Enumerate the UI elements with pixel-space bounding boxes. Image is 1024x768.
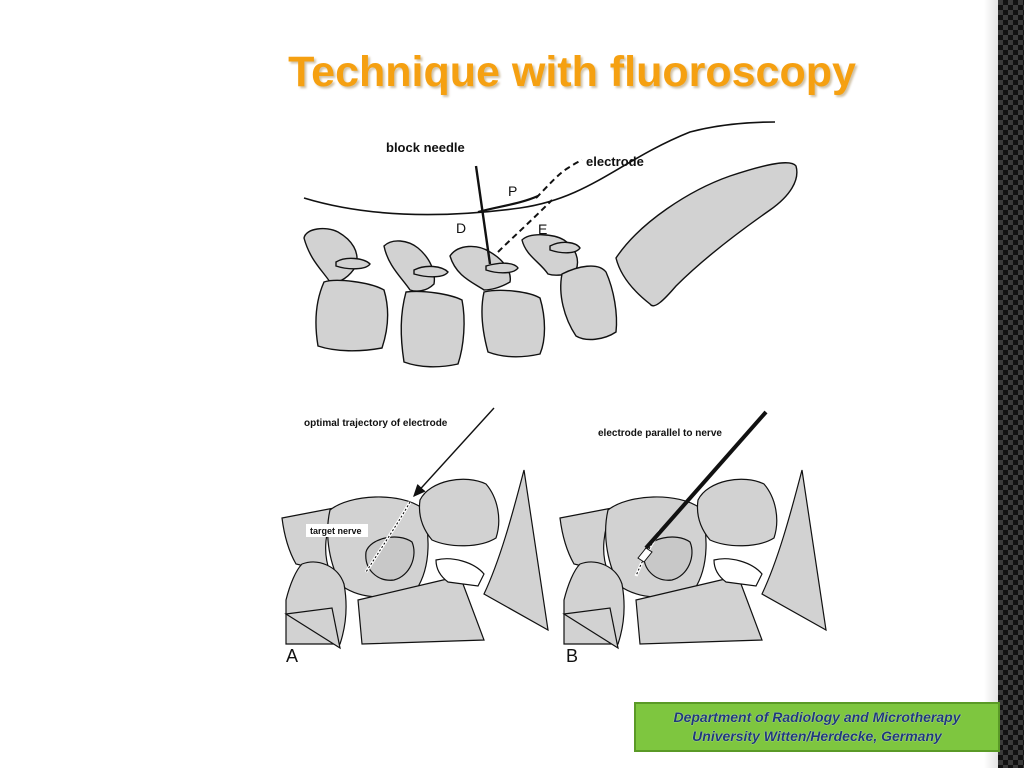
panel-b-electrode-tip xyxy=(637,547,653,563)
panel-a-inner xyxy=(365,536,415,581)
panel-a-caption: optimal trajectory of electrode xyxy=(304,418,448,429)
electrode-label: electrode xyxy=(586,154,644,169)
p-label: P xyxy=(508,183,517,199)
panel-a-bone-right xyxy=(418,478,500,547)
vertebra-3 xyxy=(449,245,546,358)
panel-b-bone-right xyxy=(696,478,778,547)
vertebra-4 xyxy=(521,234,618,341)
d-label: D xyxy=(456,220,466,236)
target-nerve-label: target nerve xyxy=(310,526,362,536)
panel-b-wedge xyxy=(562,607,619,650)
electrode-dashed-line xyxy=(535,159,583,199)
panel-b-electrode xyxy=(644,410,768,550)
sacrum xyxy=(615,162,798,307)
footer-line-1: Department of Radiology and Microtherapy xyxy=(673,709,961,725)
panel-b-inner xyxy=(643,536,693,581)
panel-a-lower-block xyxy=(357,575,485,645)
block-needle-label: block needle xyxy=(386,140,465,155)
panel-a-lower-mid xyxy=(435,558,485,587)
electrode-e-path xyxy=(497,199,553,253)
panel-b-letter: B xyxy=(566,646,578,666)
trajectory-arrow xyxy=(413,407,495,498)
vertebra-1 xyxy=(303,227,389,352)
slide-shadow xyxy=(984,0,1002,768)
panel-b-lower-mid xyxy=(713,558,763,587)
panel-b-caption: electrode parallel to nerve xyxy=(598,428,722,439)
panel-b xyxy=(559,410,827,650)
panel-a-letter: A xyxy=(286,646,298,666)
panel-a-triangle xyxy=(483,469,549,632)
panel-b-triangle xyxy=(761,469,827,632)
target-nerve-outline xyxy=(365,501,411,573)
e-label: E xyxy=(538,221,547,237)
electrode-solid-line xyxy=(477,194,539,214)
top-spine-diagram xyxy=(303,121,798,368)
checkered-border xyxy=(998,0,1024,768)
panel-a-wedge xyxy=(284,607,341,650)
panel-a-labels: optimal trajectory of electrode target n… xyxy=(286,418,448,666)
slide-title: Technique with fluoroscopy xyxy=(288,48,856,96)
skin-line xyxy=(303,121,776,216)
vertebra-2 xyxy=(383,240,465,368)
panel-a xyxy=(281,407,549,650)
panel-b-labels: electrode parallel to nerve B xyxy=(566,428,722,666)
target-nerve-label-bg xyxy=(306,524,368,537)
footer-badge: Department of Radiology and Microtherapy… xyxy=(634,702,1000,752)
block-needle-line xyxy=(474,165,492,265)
footer-line-2: University Witten/Herdecke, Germany xyxy=(692,728,942,744)
panel-b-lower-block xyxy=(635,575,763,645)
top-labels: block needle electrode P D E xyxy=(386,140,644,237)
